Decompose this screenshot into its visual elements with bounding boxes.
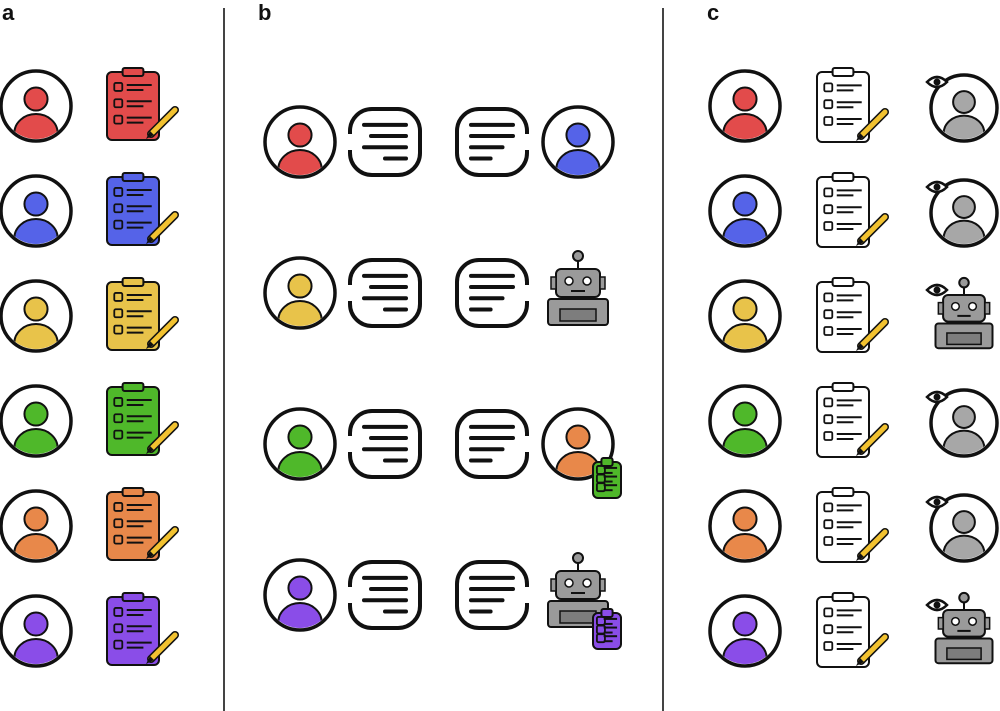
panel-c-reviewer-person-1 — [929, 178, 999, 248]
panel-c-clipboard-4 — [816, 487, 889, 563]
panel-c-reviewer-person-0-figure — [942, 90, 986, 139]
panel-a-clipboard-orange-pencil-icon — [146, 526, 179, 559]
panel-c-clipboard-3-pencil-icon — [856, 423, 889, 456]
panel-c-clipboard-0 — [816, 67, 889, 143]
panel-b-person-orange — [541, 407, 615, 481]
panel-c-reviewer-person-1-figure — [942, 195, 986, 244]
panel-c-reviewer-person-0-eye-icon — [925, 75, 949, 89]
panel-c-person-purple — [708, 594, 782, 668]
panel-b-badge-clipboard-purple — [592, 608, 622, 650]
panel-a-clipboard-blue-pencil-icon — [146, 211, 179, 244]
panel-label-b: b — [258, 0, 271, 25]
panel-c-robot-reviewer-5 — [934, 591, 994, 665]
panel-a-clipboard-green-pencil-icon — [146, 421, 179, 454]
panel-a-clipboard-yellow-pencil-icon — [146, 316, 179, 349]
panel-b-chat-left-icon-1 — [347, 258, 422, 328]
panel-b-chat-left-icon-2 — [347, 409, 422, 479]
panel-b-chat-left-icon-0 — [347, 107, 422, 177]
panel-a-clipboard-orange — [106, 487, 179, 561]
panel-b-person-green — [263, 407, 337, 481]
panel-c-clipboard-1-pencil-icon — [856, 213, 889, 246]
panel-a-person-blue — [0, 174, 73, 248]
panel-b-person-blue — [541, 105, 615, 179]
panel-a-clipboard-yellow — [106, 277, 179, 351]
panel-c-clipboard-5 — [816, 592, 889, 668]
panel-a-clipboard-purple-pencil-icon — [146, 631, 179, 664]
panel-c-clipboard-2 — [816, 277, 889, 353]
panel-label-c: c — [707, 0, 719, 25]
icon-layer — [0, 67, 999, 668]
panel-a-person-yellow — [0, 279, 73, 353]
panel-a-person-red — [0, 69, 73, 143]
panel-b-chat-right-icon-1 — [455, 258, 530, 328]
panel-a-clipboard-blue — [106, 172, 179, 246]
panel-c-clipboard-5-pencil-icon — [856, 633, 889, 666]
panel-b-person-yellow — [263, 256, 337, 330]
panel-b-chat-right-icon-2 — [455, 409, 530, 479]
panel-b-robot-icon-1 — [547, 250, 609, 326]
panel-a-person-green — [0, 384, 73, 458]
panel-c-person-red — [708, 69, 782, 143]
panel-c-person-orange — [708, 489, 782, 563]
panel-label-a: a — [2, 0, 15, 25]
panel-c-clipboard-3 — [816, 382, 889, 458]
panel-b-badge-clipboard-green — [592, 457, 622, 499]
panel-b-person-green-figure — [277, 424, 323, 477]
panel-c-reviewer-person-1-eye-icon — [925, 180, 949, 194]
panel-c-reviewer-person-0 — [929, 73, 999, 143]
panel-c-robot-eye-icon-5 — [925, 598, 949, 612]
panel-b-chat-right-icon-3 — [455, 560, 530, 630]
panel-a-clipboard-red — [106, 67, 179, 141]
panel-a-person-orange-figure — [13, 506, 59, 559]
panel-a-person-yellow-figure — [13, 296, 59, 349]
panel-a-person-orange — [0, 489, 73, 563]
panel-b-chat-right-icon-0 — [455, 107, 530, 177]
panel-b-person-purple-figure — [277, 575, 323, 628]
panel-b-chat-left-icon-3 — [347, 560, 422, 630]
panel-c-person-blue — [708, 174, 782, 248]
panel-c-robot-reviewer-2 — [934, 276, 994, 350]
panel-c-clipboard-2-pencil-icon — [856, 318, 889, 351]
panel-b-robot-icon-3 — [547, 552, 609, 628]
panel-c-reviewer-person-4 — [929, 493, 999, 563]
panel-b-person-purple — [263, 558, 337, 632]
panel-a-person-purple — [0, 594, 73, 668]
panel-a-clipboard-red-pencil-icon — [146, 106, 179, 139]
panel-a-clipboard-purple — [106, 592, 179, 666]
panel-c-reviewer-person-3-eye-icon — [925, 390, 949, 404]
panel-c-clipboard-1 — [816, 172, 889, 248]
panel-c-robot-eye-icon-2 — [925, 283, 949, 297]
panel-c-clipboard-4-pencil-icon — [856, 528, 889, 561]
panel-c-clipboard-0-pencil-icon — [856, 108, 889, 141]
panel-c-person-green — [708, 384, 782, 458]
panel-c-reviewer-person-4-eye-icon — [925, 495, 949, 509]
panel-c-person-yellow — [708, 279, 782, 353]
panel-a-clipboard-green — [106, 382, 179, 456]
panel-b-person-red — [263, 105, 337, 179]
panel-c-reviewer-person-3 — [929, 388, 999, 458]
